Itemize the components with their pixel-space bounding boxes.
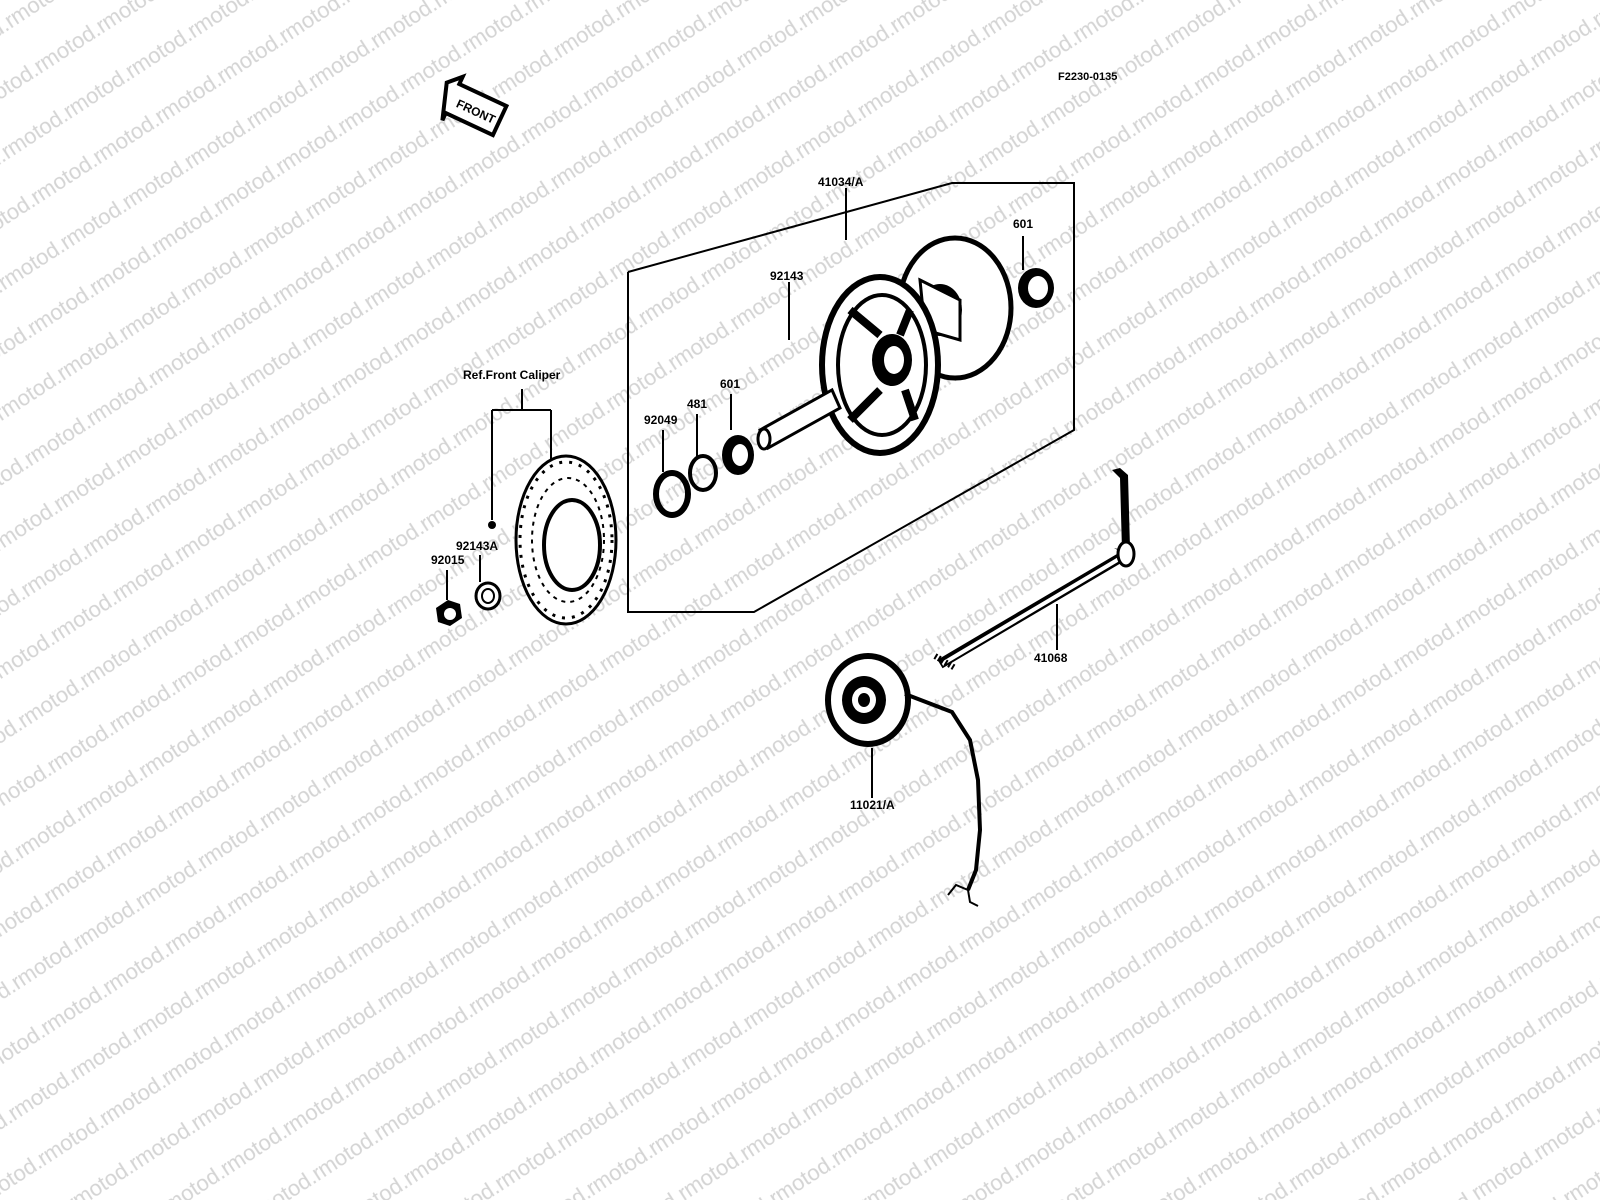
- callout-circlip: 481: [687, 397, 707, 411]
- callout-seal: 92049: [644, 413, 678, 427]
- spacer-tube: [756, 387, 842, 451]
- callout-axle: 41068: [1034, 651, 1068, 665]
- hub-assembly-outline: [627, 182, 1075, 613]
- wheel-hub: [819, 235, 1014, 456]
- axle-nut: [436, 600, 462, 626]
- brake-disc: [514, 454, 618, 626]
- figure-code: F2230-0135: [1058, 71, 1117, 83]
- bearing-right: [1018, 268, 1054, 308]
- callout-bearing-left: 601: [720, 377, 740, 391]
- front-arrow-icon: FRONT: [440, 73, 510, 138]
- callout-gear: 11021/A: [850, 798, 895, 812]
- callout-spacer: 92143: [770, 269, 804, 283]
- collar: [474, 581, 502, 611]
- bearing-left: [722, 435, 754, 475]
- oil-seal: [653, 470, 691, 518]
- speedometer-gear-housing: [825, 653, 983, 907]
- disc-bolt: [488, 521, 496, 529]
- front-axle: [933, 468, 1136, 671]
- ref-label: Ref.Front Caliper: [463, 368, 561, 382]
- circlip: [688, 454, 718, 492]
- callout-bearing-right: 601: [1013, 217, 1033, 231]
- callout-hub: 41034/A: [818, 175, 864, 189]
- callout-nut: 92015: [431, 553, 465, 567]
- callout-collar: 92143A: [456, 539, 498, 553]
